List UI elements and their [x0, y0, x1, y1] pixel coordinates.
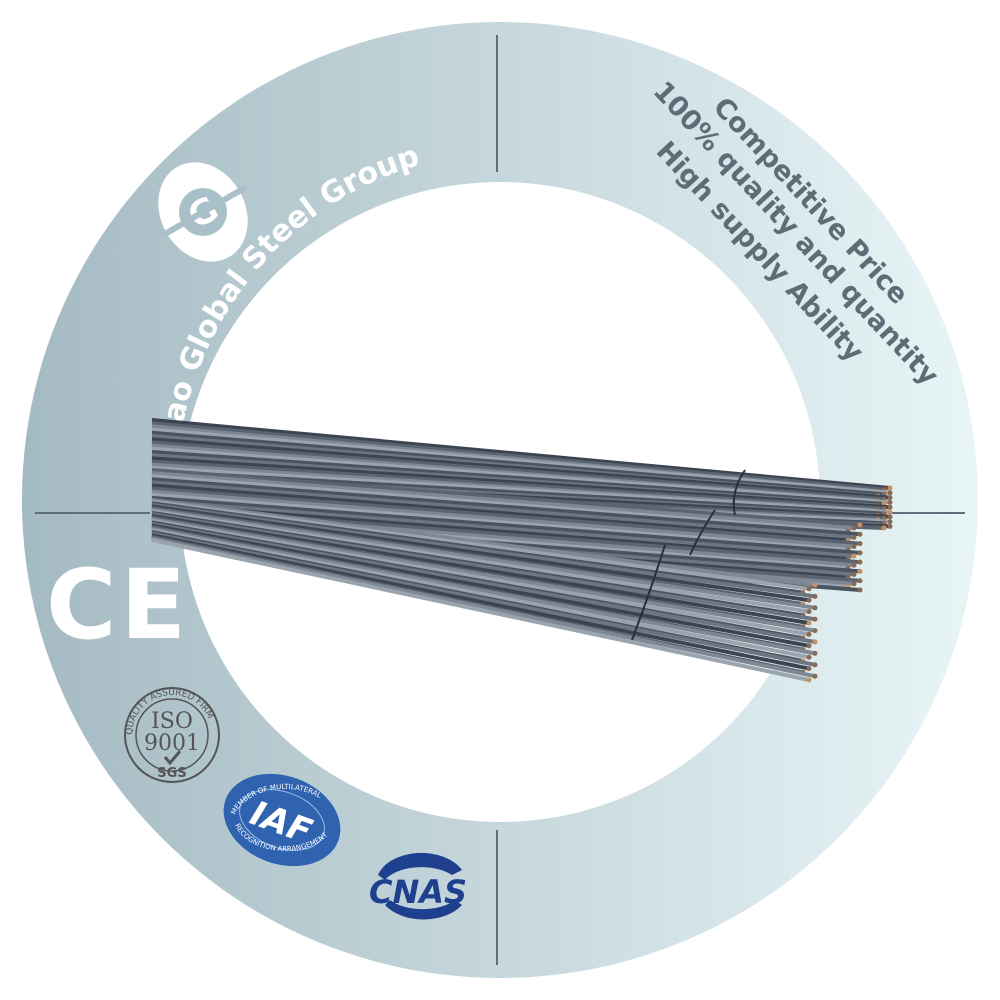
rebar-rod — [151, 523, 810, 648]
company-logo: G — [158, 162, 248, 262]
rebar-rod — [151, 538, 810, 682]
rebar-end — [812, 605, 818, 611]
rebar-end — [812, 639, 818, 645]
rebar-end — [806, 643, 812, 649]
rebar-rod — [151, 504, 810, 603]
rebar-rod — [151, 507, 816, 610]
rebar-end — [812, 593, 818, 599]
rebar-end — [812, 616, 818, 622]
rebar-end — [857, 568, 863, 574]
rebar-end — [812, 650, 818, 656]
rebar-end — [851, 553, 857, 559]
rebar-rod — [151, 437, 891, 500]
rebar-rod — [151, 517, 816, 633]
rebar-end — [851, 544, 857, 550]
binding-wire — [732, 469, 746, 516]
rebar-end — [887, 495, 893, 501]
rebar-end — [857, 522, 863, 528]
ce-mark: CE — [46, 549, 190, 661]
rebar-rod — [151, 474, 849, 534]
binding-wire — [689, 509, 716, 556]
rebar-end — [806, 597, 812, 603]
rebar-rod — [151, 456, 891, 510]
rebar-end — [887, 509, 893, 515]
rebar-end — [806, 631, 812, 637]
rebar-rod — [151, 471, 855, 531]
rebar-rod — [151, 430, 885, 497]
rebar-bundle-image — [151, 418, 893, 683]
rebar-rod — [151, 489, 855, 549]
rebar-rod — [151, 483, 849, 543]
rebar-rod — [151, 498, 855, 558]
rebar-rod — [151, 495, 861, 555]
rebar-rod — [151, 468, 861, 527]
rebar-end — [806, 586, 812, 592]
ring — [21, 22, 978, 978]
rebar-end — [887, 504, 893, 510]
rebar-rod — [151, 518, 810, 637]
rebar-end — [851, 581, 857, 587]
rebar-rod — [151, 498, 816, 587]
rebar-rod — [151, 450, 885, 506]
rebar-end — [812, 662, 818, 668]
rebar-end — [806, 654, 812, 660]
rebar-end — [806, 620, 812, 626]
svg-text:CNAS: CNAS — [369, 873, 467, 911]
iaf-badge: MEMBER OF MULTILATERAL RECOGNITION ARRAN… — [223, 773, 341, 867]
rebar-rod — [151, 486, 861, 546]
rebar-end — [851, 562, 857, 568]
rebar-rod — [151, 427, 891, 495]
rebar-rod — [151, 421, 885, 492]
rebar-end — [812, 628, 818, 634]
rebar-rod — [151, 502, 816, 599]
rebar-rod — [151, 509, 810, 614]
rebar-rod — [151, 528, 810, 660]
rebar-rod — [151, 418, 891, 490]
rebar-rod — [151, 536, 816, 679]
rebar-end — [851, 525, 857, 531]
rebar-end — [812, 582, 818, 588]
rebar-end — [857, 559, 863, 565]
rebar-end — [806, 677, 812, 683]
rebar-end — [851, 534, 857, 540]
svg-text:9001: 9001 — [144, 731, 200, 756]
rebar-end — [887, 519, 893, 525]
svg-text:SGS: SGS — [157, 766, 186, 781]
rebar-end — [857, 578, 863, 584]
rebar-rod — [151, 531, 816, 667]
rebar-rod — [151, 526, 816, 656]
rebar-rod — [151, 446, 891, 505]
rebar-end — [857, 550, 863, 556]
rebar-end — [806, 609, 812, 615]
rebar-end — [812, 673, 818, 679]
rebar-rod — [151, 533, 810, 671]
rebar-end — [857, 541, 863, 547]
rebar-rod — [151, 514, 810, 625]
rebar-end — [887, 485, 893, 491]
cnas-badge: CNAS — [369, 852, 467, 920]
rebar-end — [851, 572, 857, 578]
rebar-rod — [151, 492, 849, 552]
rebar-rod — [151, 499, 810, 591]
rebar-rod — [151, 440, 885, 502]
rebar-end — [806, 666, 812, 672]
rebar-end — [881, 525, 887, 531]
rebar-end — [887, 490, 893, 496]
rebar-rod — [151, 512, 816, 622]
rebar-end — [887, 514, 893, 520]
rebar-rod — [151, 459, 885, 511]
rebar-rod — [151, 522, 816, 644]
rebar-end — [887, 499, 893, 505]
rebar-rod — [151, 466, 891, 514]
rebar-rod — [151, 477, 861, 537]
binding-wire — [631, 544, 666, 641]
svg-text:ISO: ISO — [151, 709, 193, 734]
rebar-rod — [151, 480, 855, 540]
rebar-end — [887, 523, 893, 529]
rebar-end — [857, 531, 863, 537]
rebar-end — [857, 587, 863, 593]
